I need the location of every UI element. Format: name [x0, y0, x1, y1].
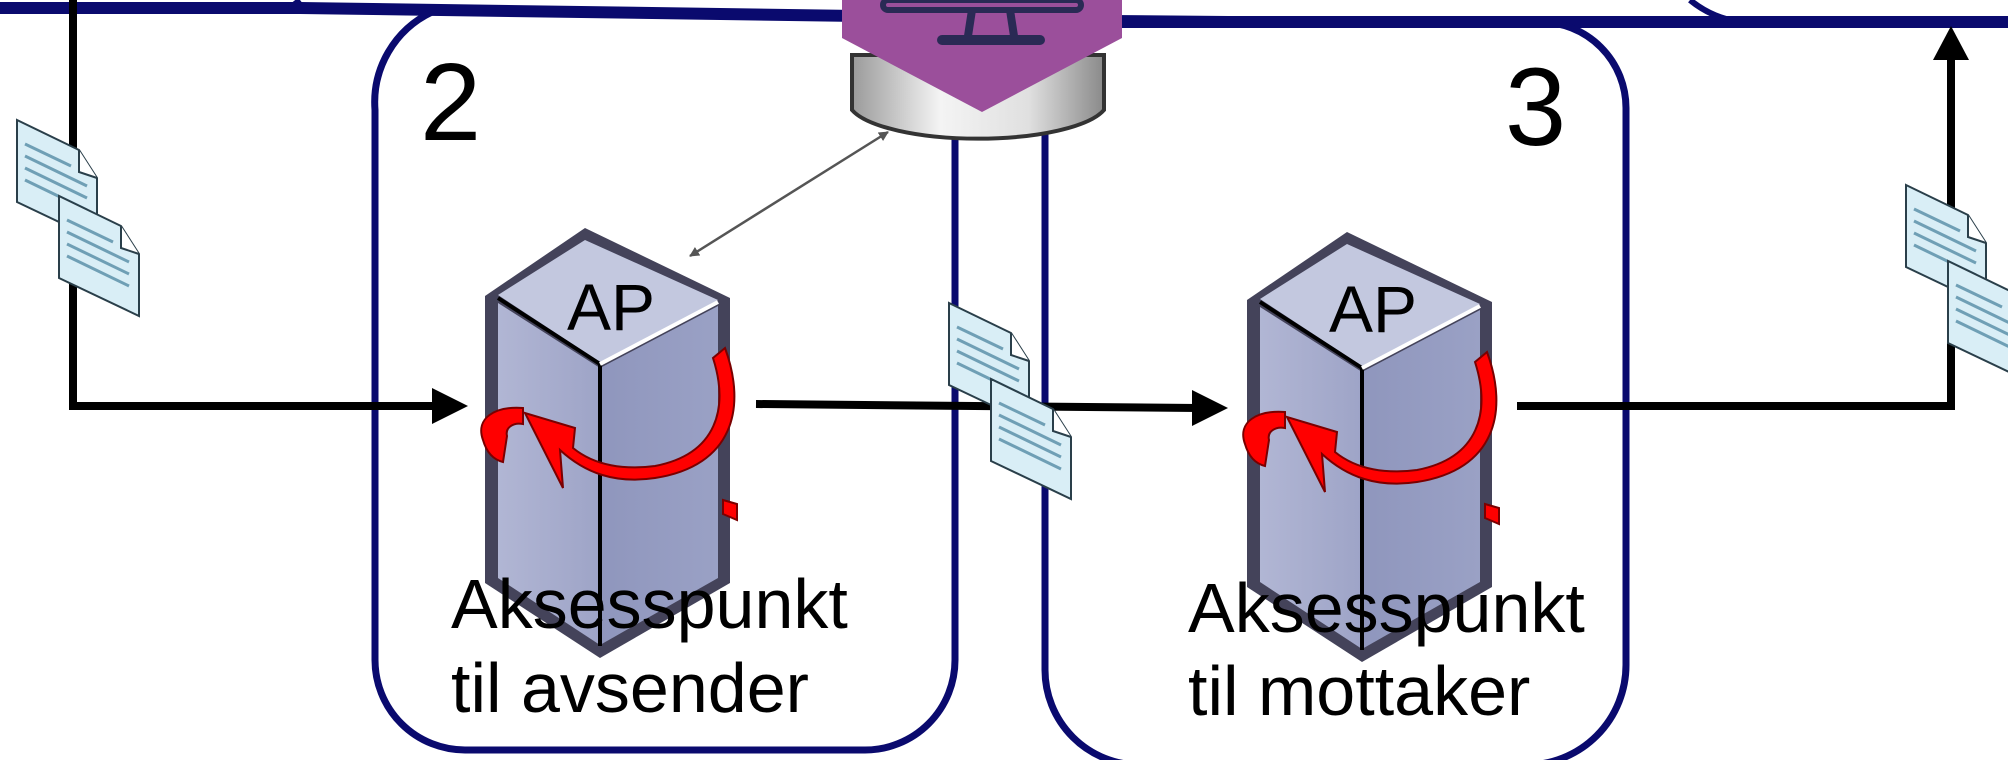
step-number-2: 2 [420, 41, 481, 164]
panel-step-3: 3 [1041, 14, 1630, 760]
monitor-database-icon [842, 0, 1122, 141]
caption-line-2: til mottaker [1188, 652, 1530, 730]
access-point-server-icon: AP [479, 226, 739, 660]
server-ap-connector [689, 130, 889, 258]
document-pair-icon [1904, 183, 2008, 383]
caption-line-1: Aksesspunkt [1188, 569, 1585, 647]
message-flow [69, 0, 1969, 426]
step-number-3: 3 [1505, 46, 1566, 169]
access-point-server-icon: AP [1241, 230, 1501, 664]
ap-label: AP [1329, 272, 1417, 346]
ap-label: AP [567, 270, 655, 344]
document-pair-icon [947, 301, 1073, 501]
caption-line-2: til avsender [451, 649, 809, 727]
caption-line-1: Aksesspunkt [451, 565, 848, 643]
document-pair-icon [15, 118, 141, 318]
panel-step-2: 2 [371, 8, 959, 754]
